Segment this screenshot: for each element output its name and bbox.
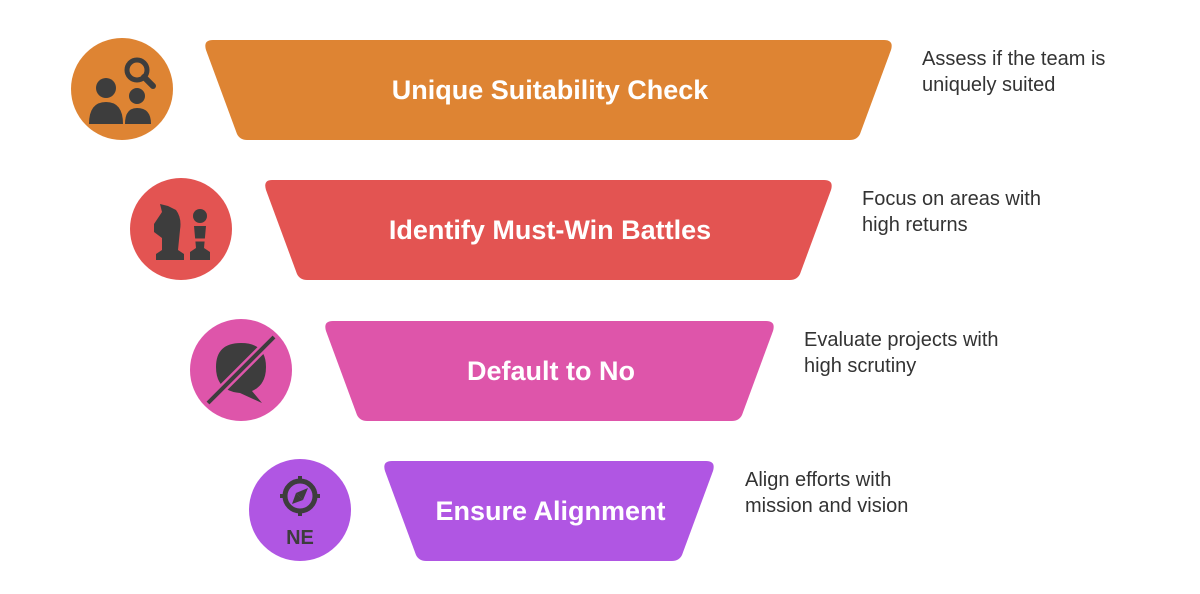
tier-description: Evaluate projects with high scrutiny bbox=[804, 329, 999, 377]
funnel-tier: Default to No Evaluate projects with hig… bbox=[0, 319, 1200, 423]
funnel-band: Default to No bbox=[0, 319, 1200, 423]
band-shape bbox=[265, 180, 832, 280]
compass-ne-label: NE bbox=[286, 527, 314, 549]
funnel-band: Ensure Alignment bbox=[0, 459, 1200, 563]
funnel-tier: NE Ensure Alignment Align efforts with m… bbox=[0, 459, 1200, 563]
band-label: Unique Suitability Check bbox=[391, 75, 709, 105]
tier-description: Focus on areas with high returns bbox=[862, 188, 1041, 236]
tier-description: Assess if the team is uniquely suited bbox=[922, 48, 1106, 96]
band-label: Default to No bbox=[467, 356, 635, 386]
tier-icon-circle bbox=[190, 319, 292, 421]
band-shape bbox=[325, 321, 774, 421]
team-search-icon bbox=[71, 38, 173, 140]
band-shape bbox=[205, 40, 892, 140]
tier-icon-circle: NE bbox=[249, 459, 351, 561]
chess-pieces-icon bbox=[130, 178, 232, 280]
funnel-band: Unique Suitability Check bbox=[0, 38, 1200, 142]
funnel-tier: Unique Suitability Check Assess if the t… bbox=[0, 38, 1200, 142]
tier-description: Align efforts with mission and vision bbox=[745, 469, 909, 517]
tier-icon-circle bbox=[71, 38, 173, 140]
band-shape bbox=[384, 461, 714, 561]
tier-icon-circle bbox=[130, 178, 232, 280]
band-label: Identify Must-Win Battles bbox=[388, 215, 712, 245]
funnel-tier: Identify Must-Win Battles Focus on areas… bbox=[0, 178, 1200, 282]
funnel-band: Identify Must-Win Battles bbox=[0, 178, 1200, 282]
band-label: Ensure Alignment bbox=[435, 496, 666, 526]
compass-ne-icon: NE bbox=[249, 459, 351, 561]
no-chat-icon bbox=[190, 319, 292, 421]
